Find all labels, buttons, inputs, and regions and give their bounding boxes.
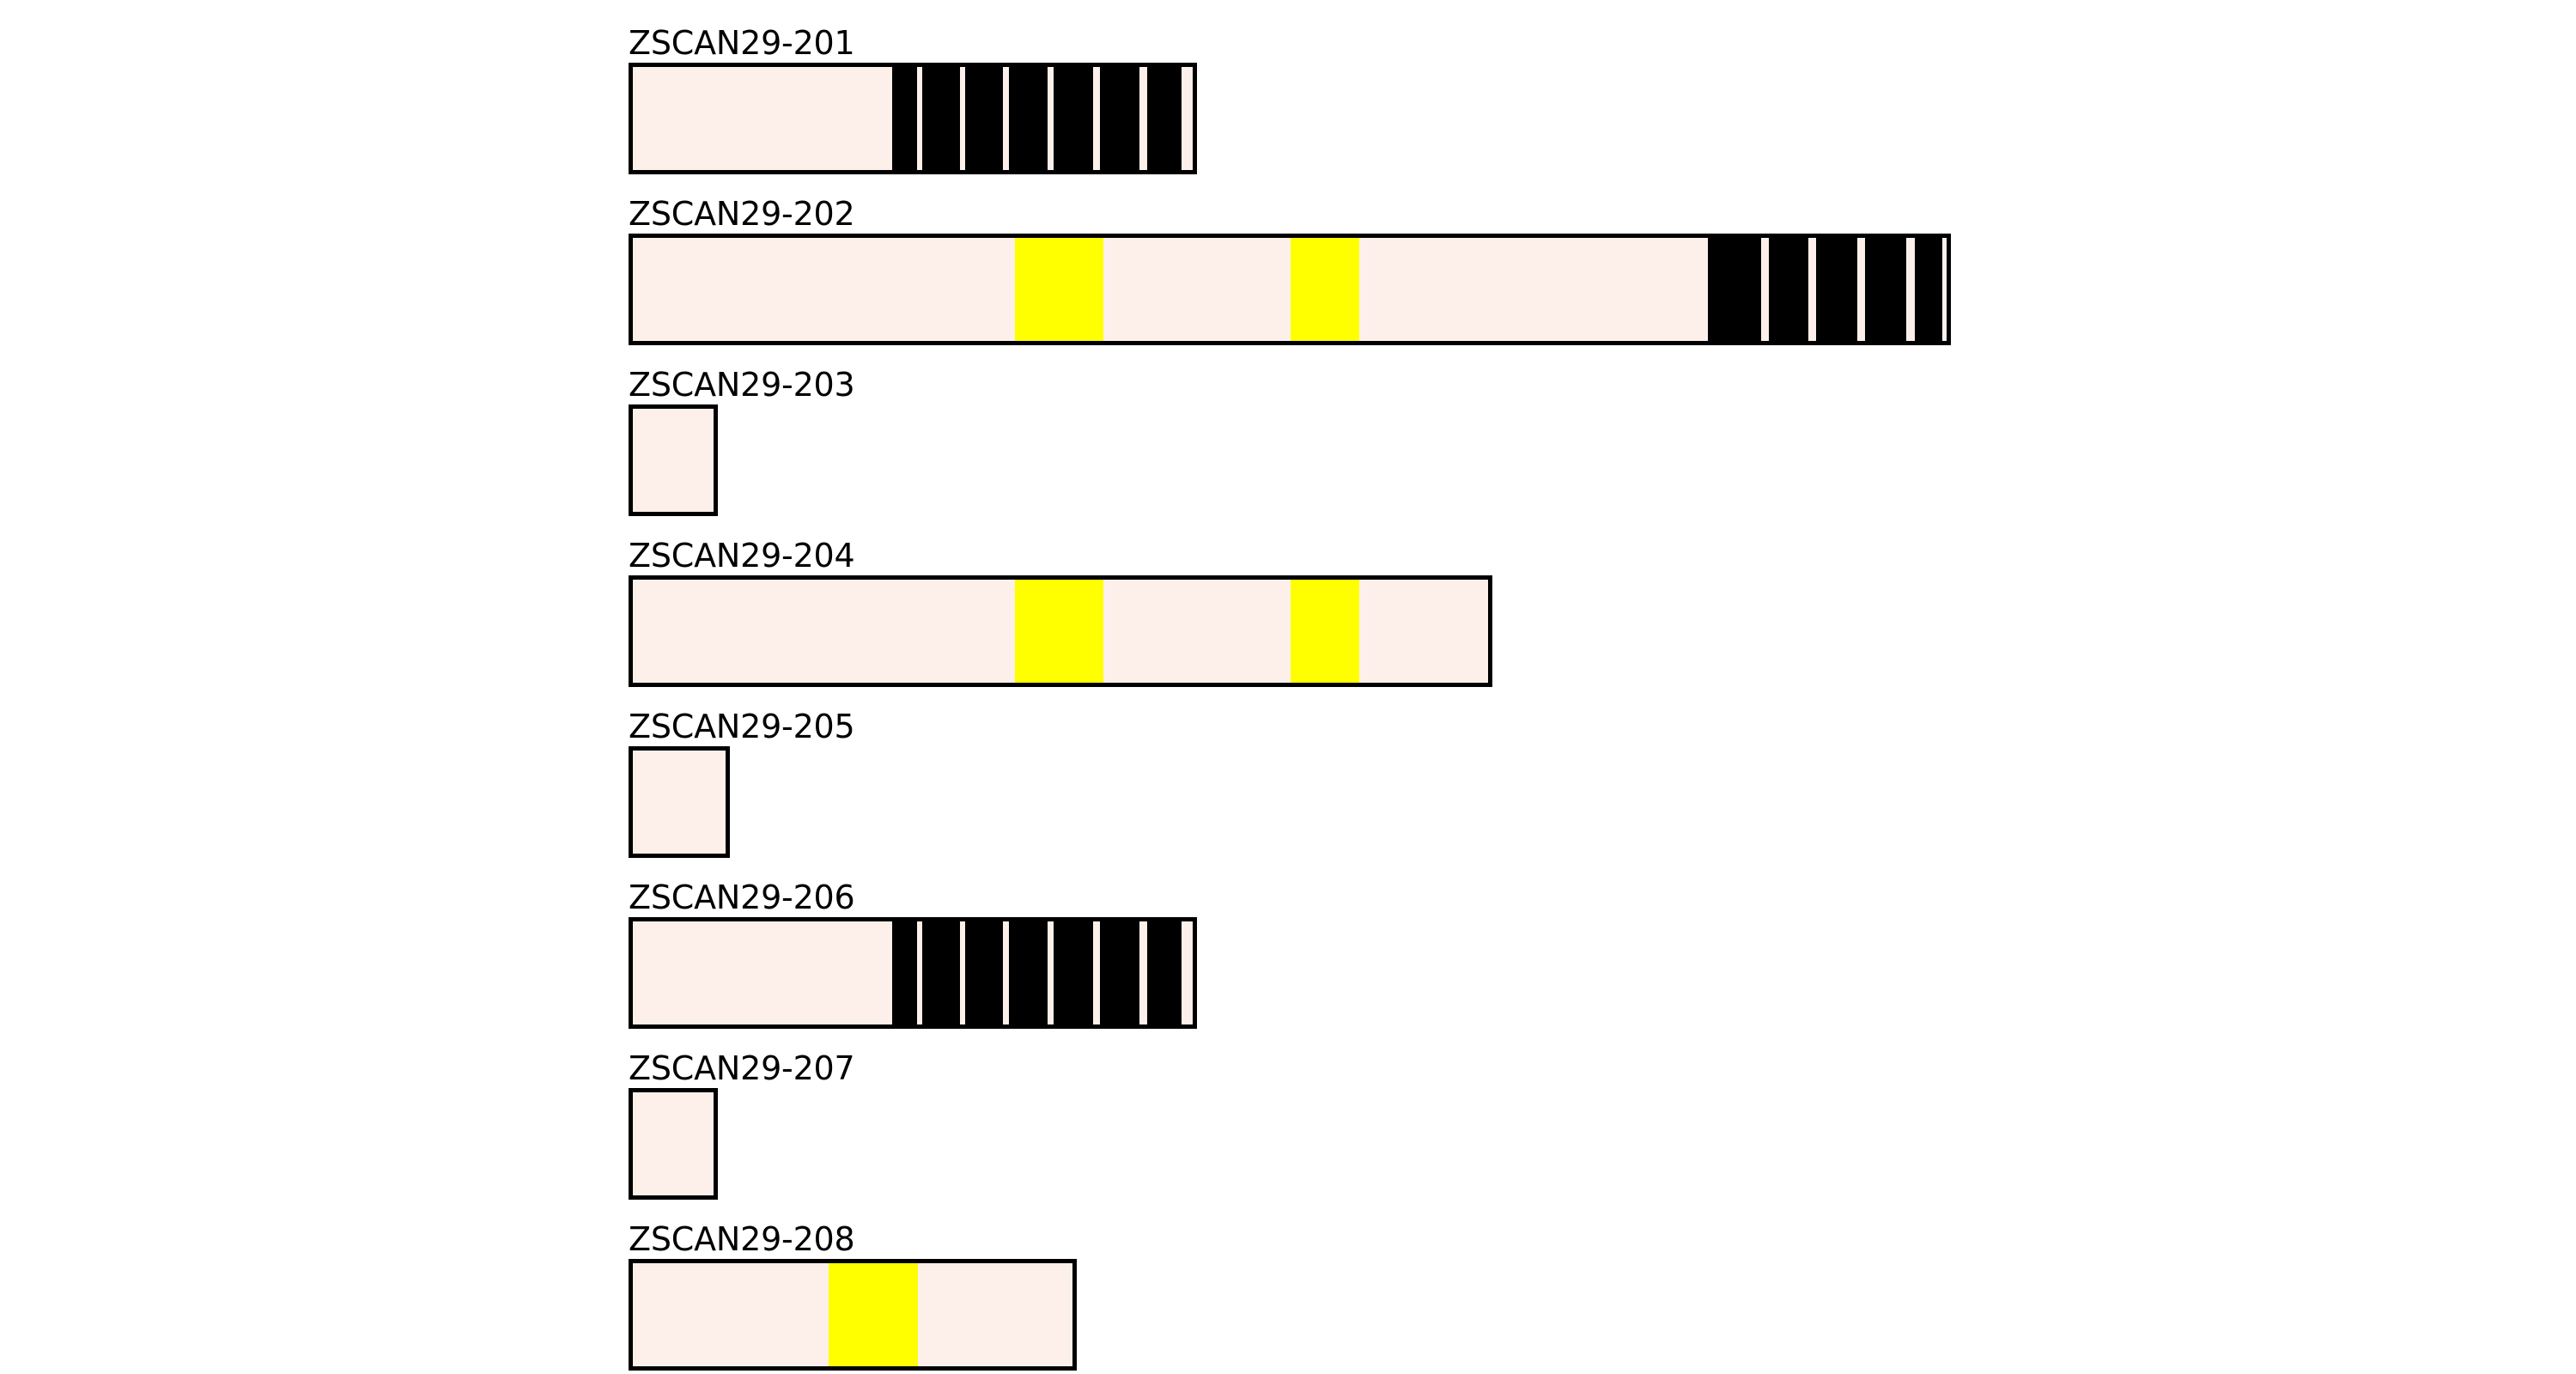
transcript-row: ZSCAN29-204	[629, 538, 1492, 687]
transcript-track[interactable]	[629, 1088, 718, 1200]
transcript-segment-utr	[1359, 580, 1488, 683]
transcript-segment-utr	[917, 921, 922, 1024]
transcript-segment-utr	[917, 67, 922, 170]
transcript-segment-utr	[633, 409, 714, 512]
transcript-label: ZSCAN29-202	[629, 195, 855, 233]
transcript-row: ZSCAN29-208	[629, 1221, 1077, 1371]
transcript-segment-cds	[1100, 67, 1139, 170]
transcript-track[interactable]	[629, 575, 1492, 687]
transcript-segment-motif	[1015, 238, 1103, 341]
transcript-segment-utr	[960, 67, 965, 170]
transcript-segment-utr	[1857, 238, 1865, 341]
transcript-row: ZSCAN29-203	[629, 367, 855, 516]
transcript-segment-utr	[1359, 238, 1708, 341]
transcript-segment-utr	[1761, 238, 1769, 341]
transcript-segment-utr	[1093, 921, 1100, 1024]
transcript-segment-motif	[1291, 238, 1359, 341]
transcript-segment-utr	[1003, 67, 1009, 170]
transcript-track[interactable]	[629, 917, 1197, 1029]
transcript-segment-utr	[633, 67, 892, 170]
transcript-segment-cds	[1009, 67, 1048, 170]
transcript-segment-cds	[922, 67, 960, 170]
transcript-segment-cds	[1009, 921, 1048, 1024]
transcript-segment-utr	[633, 921, 892, 1024]
transcript-segment-cds	[1865, 238, 1906, 341]
transcript-segment-utr	[1182, 67, 1193, 170]
transcript-segment-cds	[892, 67, 917, 170]
transcript-row: ZSCAN29-201	[629, 25, 1197, 174]
transcript-segment-utr	[1003, 921, 1009, 1024]
transcript-label: ZSCAN29-201	[629, 24, 855, 62]
transcript-segment-utr	[1103, 580, 1291, 683]
transcript-segment-motif	[1291, 580, 1359, 683]
transcript-label: ZSCAN29-204	[629, 537, 855, 575]
transcript-label: ZSCAN29-207	[629, 1049, 855, 1087]
transcript-segment-utr	[633, 238, 1015, 341]
transcript-segment-cds	[922, 921, 960, 1024]
transcript-segment-utr	[1139, 921, 1147, 1024]
transcript-segment-cds	[965, 67, 1003, 170]
transcript-segment-cds	[965, 921, 1003, 1024]
transcript-segment-cds	[1147, 67, 1182, 170]
transcript-segment-utr	[633, 1263, 829, 1366]
transcript-segment-cds	[1915, 238, 1942, 341]
transcript-segment-utr	[1103, 238, 1291, 341]
transcript-row: ZSCAN29-206	[629, 879, 1197, 1029]
transcript-segment-utr	[633, 751, 726, 854]
transcript-segment-cds	[1100, 921, 1139, 1024]
transcript-track[interactable]	[629, 1259, 1077, 1371]
transcript-row: ZSCAN29-202	[629, 196, 1951, 345]
transcript-segment-cds	[1054, 921, 1093, 1024]
transcript-segment-cds	[1054, 67, 1093, 170]
transcript-segment-cds	[892, 921, 917, 1024]
transcript-row: ZSCAN29-207	[629, 1050, 855, 1200]
transcript-segment-utr	[1182, 921, 1193, 1024]
transcript-segment-cds	[1816, 238, 1857, 341]
transcript-track[interactable]	[629, 746, 730, 858]
transcript-segment-utr	[918, 1263, 1072, 1366]
transcript-track[interactable]	[629, 404, 718, 516]
transcript-segment-utr	[960, 921, 965, 1024]
transcript-segment-utr	[1906, 238, 1915, 341]
transcript-label: ZSCAN29-206	[629, 879, 855, 916]
transcript-segment-utr	[1942, 238, 1947, 341]
transcript-label: ZSCAN29-205	[629, 708, 855, 745]
transcript-segment-utr	[1048, 921, 1054, 1024]
transcript-segment-cds	[1769, 238, 1808, 341]
transcript-track[interactable]	[629, 234, 1951, 345]
transcript-segment-utr	[633, 580, 1015, 683]
transcript-segment-utr	[1048, 67, 1054, 170]
transcript-row: ZSCAN29-205	[629, 708, 855, 858]
transcript-segment-cds	[1708, 238, 1761, 341]
transcript-label: ZSCAN29-203	[629, 366, 855, 404]
transcript-track[interactable]	[629, 63, 1197, 174]
transcript-segment-utr	[1093, 67, 1100, 170]
transcript-segment-utr	[1139, 67, 1147, 170]
transcript-label: ZSCAN29-208	[629, 1220, 855, 1258]
transcript-segment-utr	[633, 1092, 714, 1195]
transcript-segment-utr	[1808, 238, 1816, 341]
transcript-segment-motif	[829, 1263, 918, 1366]
transcript-segment-motif	[1015, 580, 1103, 683]
transcript-segment-cds	[1147, 921, 1182, 1024]
